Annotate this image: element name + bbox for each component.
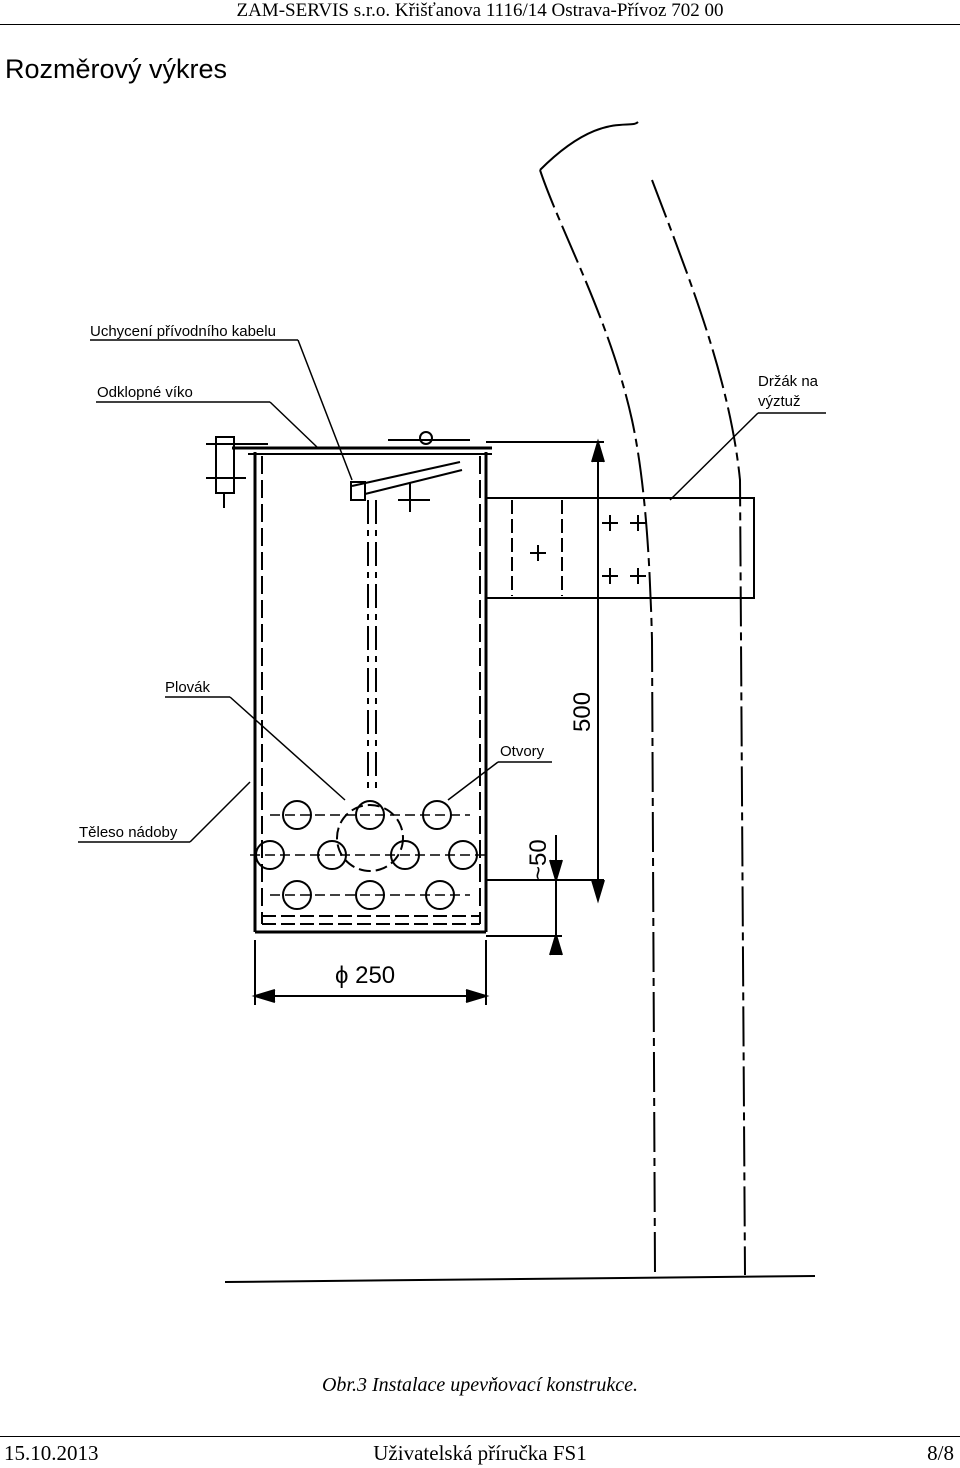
footer-page-number: 8/8 <box>927 1441 954 1465</box>
dimension-diameter: ϕ 250 <box>335 962 395 989</box>
label-float: Plovák <box>165 679 211 696</box>
holder-bracket <box>485 497 755 599</box>
label-holder-line1: Držák na <box>758 373 819 390</box>
lid-knob <box>419 431 433 445</box>
mast-left-edge <box>539 169 656 1276</box>
page-footer: 15.10.2013 Uživatelská příručka FS1 8/8 <box>0 1436 960 1468</box>
float <box>336 804 404 872</box>
page-title: Rozměrový výkres <box>5 54 228 84</box>
label-cable-mount: Uchycení přívodního kabelu <box>90 323 276 340</box>
label-holder-line2: výztuž <box>758 393 801 410</box>
label-hinged-lid: Odklopné víko <box>97 384 193 401</box>
dimension-height: 500 <box>569 692 596 732</box>
company-address: ZAM-SERVIS s.r.o. Křišťanova 1116/14 Ost… <box>236 0 724 21</box>
footer-date: 15.10.2013 <box>4 1441 99 1465</box>
ground-line <box>224 1275 816 1283</box>
dimension-bottom-offset: ~50 <box>525 839 552 880</box>
footer-document-title: Uživatelská příručka FS1 <box>373 1441 587 1465</box>
page-header: ZAM-SERVIS s.r.o. Křišťanova 1116/14 Ost… <box>0 0 960 25</box>
label-openings: Otvory <box>500 743 545 760</box>
mast-right-edge <box>651 179 746 1276</box>
bolt-marks <box>530 515 646 584</box>
figure-caption: Obr.3 Instalace upevňovací konstrukce. <box>321 1374 638 1396</box>
label-vessel-body: Těleso nádoby <box>79 824 178 841</box>
mast-outer-line <box>539 121 639 171</box>
